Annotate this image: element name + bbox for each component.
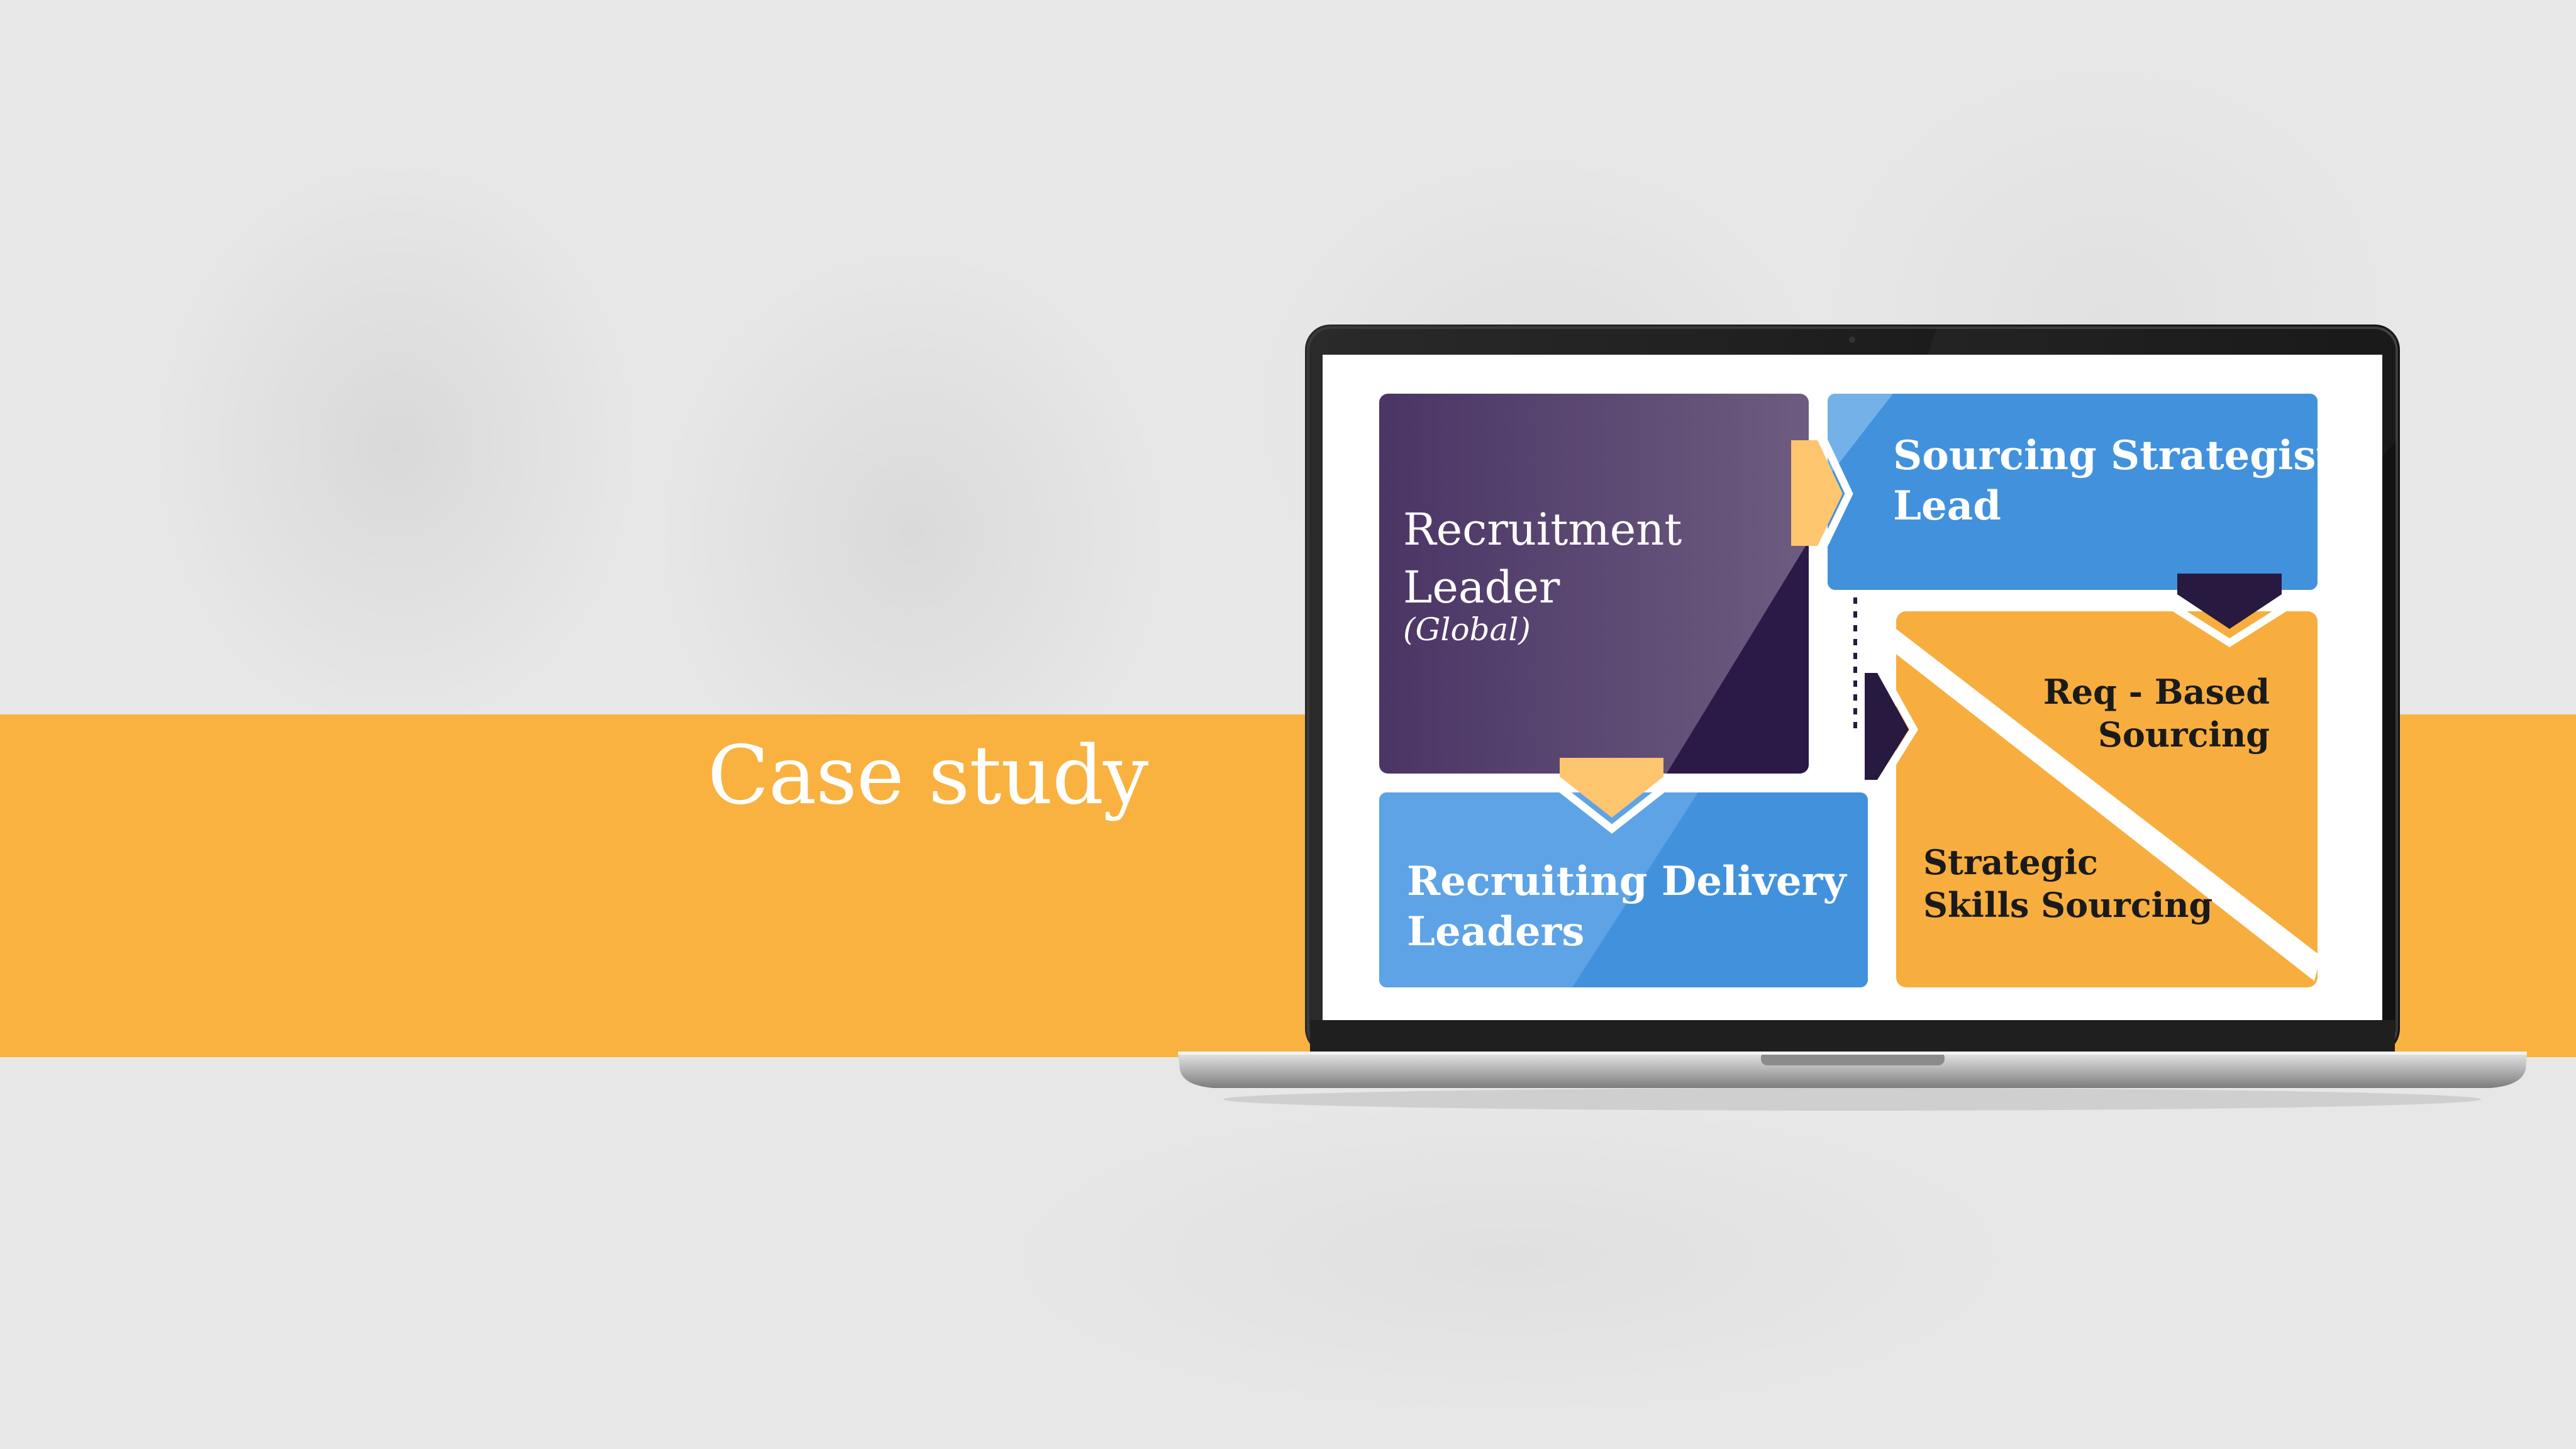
- case-study-title: Case study: [708, 729, 1148, 823]
- sourcing-strategist-box: [1828, 394, 2318, 590]
- arrow-right-light: [1791, 440, 1843, 546]
- delivery-leaders-line1: Recruiting Delivery: [1407, 858, 1846, 905]
- strategic-skills-line2: Skills Sourcing: [1923, 885, 2213, 925]
- camera-dot: [1849, 336, 1855, 343]
- req-based-line1: Req - Based: [2043, 672, 2270, 712]
- sourcing-strategist-label: Sourcing Strategist Lead: [1893, 431, 2334, 531]
- sourcing-strategist-line2: Lead: [1893, 482, 2001, 530]
- delivery-leaders-box: [1379, 792, 1868, 987]
- recruitment-leader-title: Recruitment Leader: [1403, 501, 1682, 616]
- background-figure: [157, 164, 635, 730]
- recruitment-leader-line2: Leader: [1403, 562, 1560, 613]
- trackpad-notch: [1761, 1052, 1945, 1065]
- recruitment-leader-line1: Recruitment: [1403, 504, 1682, 555]
- recruitment-leader-subtitle: (Global): [1403, 611, 1531, 648]
- sourcing-split-box: [1896, 611, 2318, 987]
- background-figure: [1006, 1101, 2012, 1415]
- req-based-line2: Sourcing: [2097, 714, 2270, 755]
- laptop-base: [1178, 1052, 2527, 1088]
- strategic-skills-line1: Strategic: [1923, 842, 2098, 882]
- arrow-down-navy: [2177, 574, 2282, 629]
- laptop-bottom-edge: [1310, 1020, 2395, 1053]
- sourcing-strategist-line1: Sourcing Strategist: [1893, 432, 2334, 479]
- strategic-skills-label: Strategic Skills Sourcing: [1923, 841, 2212, 926]
- delivery-leaders-line2: Leaders: [1407, 908, 1585, 955]
- recruitment-leader-box: [1379, 394, 1809, 774]
- req-based-label: Req - Based Sourcing: [2043, 670, 2270, 756]
- delivery-leaders-label: Recruiting Delivery Leaders: [1407, 857, 1846, 957]
- arrow-down-light: [1560, 758, 1663, 818]
- arrow-right-navy: [1865, 673, 1909, 780]
